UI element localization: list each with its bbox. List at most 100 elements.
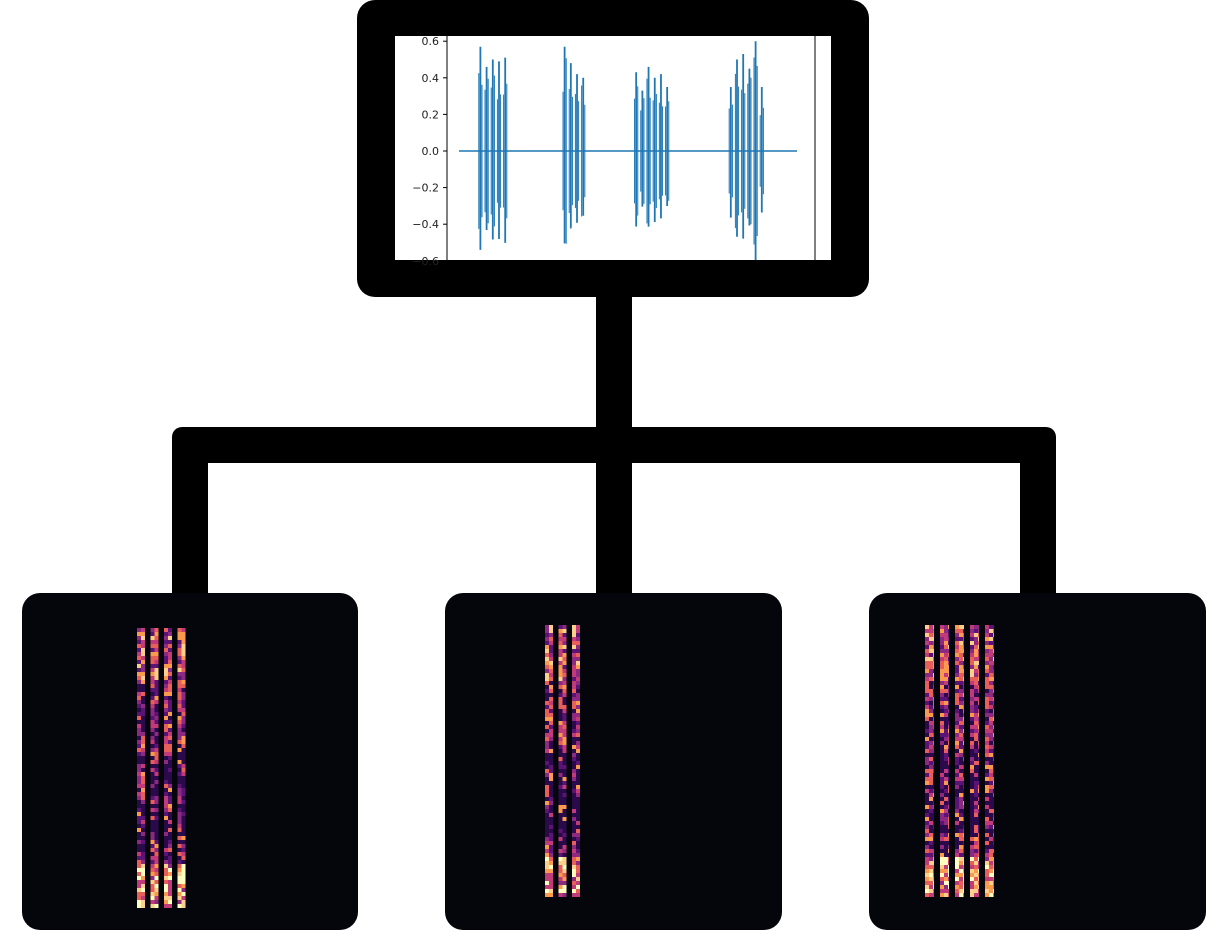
spectrogram-cell	[929, 657, 933, 661]
spectrogram-cell	[150, 776, 155, 780]
spectrogram-cell	[154, 640, 159, 644]
spectrogram-cell	[168, 636, 172, 640]
spectrogram-cell	[572, 749, 576, 753]
spectrogram-cell	[154, 764, 159, 768]
spectrogram-cell	[562, 641, 567, 645]
spectrogram-cell	[959, 645, 963, 649]
spectrogram-cell	[549, 665, 553, 669]
spectrogram-cell	[558, 753, 563, 757]
spectrogram-cell	[576, 661, 580, 665]
spectrogram-cell	[929, 785, 933, 789]
spectrogram-cell	[944, 785, 948, 789]
spectrogram-cell	[164, 788, 168, 792]
spectrogram-cell	[989, 809, 993, 813]
spectrogram-cell	[940, 881, 944, 885]
spectrogram-cell	[959, 773, 963, 777]
spectrogram-cell	[925, 873, 929, 877]
spectrogram-cell	[576, 849, 580, 853]
spectrogram-cell	[944, 817, 948, 821]
spectrogram-cell	[940, 773, 944, 777]
spectrogram-cell	[549, 785, 553, 789]
spectrogram-cell	[963, 777, 964, 781]
spectrogram-cell	[177, 676, 182, 680]
spectrogram-cell	[150, 688, 155, 692]
spectrogram-cell	[549, 833, 553, 837]
spectrogram-cell	[154, 780, 159, 784]
spectrogram-cell	[974, 741, 978, 745]
spectrogram-cell	[154, 644, 159, 648]
spectrogram-cell	[137, 796, 141, 800]
spectrogram-cell	[150, 652, 155, 656]
spectrogram-cell	[948, 741, 949, 745]
spectrogram-cell	[168, 788, 172, 792]
spectrogram-cell	[974, 685, 978, 689]
spectrogram-cell	[940, 661, 944, 665]
spectrogram-cell	[572, 849, 576, 853]
spectrogram-cell	[933, 625, 934, 629]
spectrogram-cell	[150, 896, 155, 900]
spectrogram-cell	[940, 789, 944, 793]
spectrogram-cell	[150, 684, 155, 688]
spectrogram-cell	[576, 841, 580, 845]
spectrogram-cell	[970, 849, 974, 853]
spectrogram-cell	[549, 817, 553, 821]
spectrogram-cell	[963, 893, 964, 897]
spectrogram-cell	[137, 656, 141, 660]
spectrogram-cell	[959, 797, 963, 801]
spectrogram-cell	[963, 713, 964, 717]
spectrogram-cell	[959, 729, 963, 733]
spectrogram-cell	[558, 773, 563, 777]
spectrogram-cell	[955, 697, 959, 701]
spectrogram-cell	[562, 893, 567, 897]
spectrogram-cell	[141, 732, 145, 736]
spectrogram-cell	[562, 653, 567, 657]
spectrogram-cell	[948, 717, 949, 721]
spectrogram-cell	[576, 665, 580, 669]
spectrogram-cell	[177, 876, 182, 880]
spectrogram-cell	[177, 800, 182, 804]
spectrogram-cell	[978, 749, 979, 753]
spectrogram-cell	[137, 700, 141, 704]
spectrogram-cell	[978, 645, 979, 649]
spectrogram-cell	[562, 637, 567, 641]
spectrogram-cell	[545, 801, 549, 805]
spectrogram-cell	[558, 789, 563, 793]
spectrogram-cell	[545, 717, 549, 721]
spectrogram-cell	[137, 888, 141, 892]
spectrogram-cell	[181, 664, 186, 668]
spectrogram-cell	[558, 649, 563, 653]
spectrogram-cell	[974, 745, 978, 749]
spectrogram-cell	[141, 772, 145, 776]
spectrogram-cell	[993, 797, 994, 801]
spectrogram-cell	[576, 721, 580, 725]
spectrogram-cell	[137, 772, 141, 776]
spectrogram-cell	[177, 764, 182, 768]
spectrogram-cell	[168, 856, 172, 860]
spectrogram-cell	[181, 800, 186, 804]
spectrogram-cell	[974, 865, 978, 869]
spectrogram-cell	[933, 749, 934, 753]
spectrogram-cell	[955, 793, 959, 797]
spectrogram-cell	[955, 797, 959, 801]
spectrogram-cell	[549, 805, 553, 809]
spectrogram-cell	[929, 777, 933, 781]
spectrogram-cell	[948, 789, 949, 793]
spectrogram-cell	[944, 641, 948, 645]
spectrogram-cell	[154, 700, 159, 704]
spectrogram-panel-right	[869, 593, 1206, 930]
spectrogram-cell	[576, 637, 580, 641]
spectrogram-cell	[562, 673, 567, 677]
spectrogram-cell	[925, 745, 929, 749]
spectrogram-cell	[989, 689, 993, 693]
spectrogram-cell	[959, 817, 963, 821]
spectrogram-cell	[168, 648, 172, 652]
spectrogram-cell	[558, 733, 563, 737]
spectrogram-cell	[558, 749, 563, 753]
spectrogram-cell	[549, 661, 553, 665]
spectrogram-cell	[576, 657, 580, 661]
spectrogram-cell	[959, 841, 963, 845]
spectrogram-cell	[177, 700, 182, 704]
spectrogram-cell	[562, 885, 567, 889]
spectrogram-cell	[154, 836, 159, 840]
spectrogram-cell	[576, 837, 580, 841]
